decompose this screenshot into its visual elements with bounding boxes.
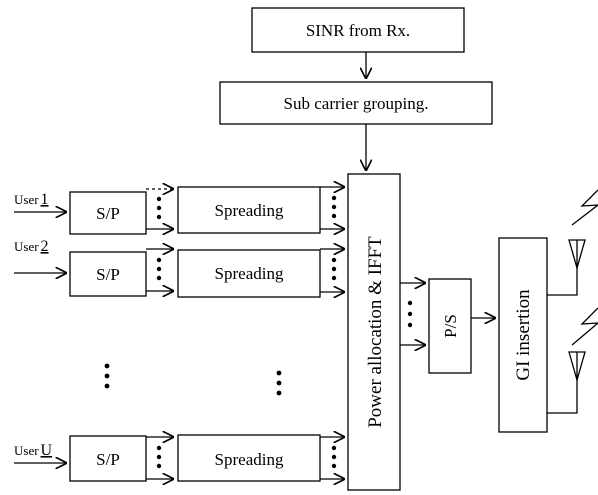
spreading-block-user2 [177,249,321,298]
dot-spread1-a [331,195,337,201]
dot-spread2-b [331,266,337,272]
dot-spread2-a [331,257,337,263]
sp-label-user2: S/P [96,265,120,284]
power-ifft-label: Power allocation & IFFT [365,236,386,428]
dot-spread2-c [331,275,337,281]
sinr-block [251,7,465,53]
dot-user1-c [156,214,162,220]
spreading-label-user1: Spreading [215,201,284,220]
sp-label-userU: S/P [96,450,120,469]
sp-block-userU [69,435,147,482]
dot-spreadU-c [331,463,337,469]
grouping-block [219,81,493,125]
ellipsis-sp-b [104,373,110,379]
ellipsis-spreading-a [276,370,282,376]
dot-user1-a [156,196,162,202]
wireless-signal-1-icon [571,189,598,226]
dot-spreadU-b [331,454,337,460]
wireless-signal-2-icon [571,307,598,346]
dot-ps-b [407,311,413,317]
grouping-block-label: Sub carrier grouping. [284,94,429,113]
ellipsis-sp-a [104,363,110,369]
ellipsis-spreading-b [276,380,282,386]
dot-user2-c [156,275,162,281]
dot-spreadU-a [331,445,337,451]
spreading-block-user1 [177,186,321,234]
ps-block [428,278,472,374]
dot-userU-a [156,445,162,451]
dot-user2-b [156,266,162,272]
dot-spread1-c [331,213,337,219]
dot-ps-c [407,322,413,328]
spreading-label-user2: Spreading [215,264,284,283]
spreading-block-userU [177,434,321,482]
sp-block-user1 [69,191,147,235]
sp-block-user2 [69,251,147,297]
power-ifft-block [347,173,401,491]
dot-userU-b [156,454,162,460]
antenna-1-icon [547,239,586,296]
ps-label: P/S [441,314,460,338]
sp-label-user1: S/P [96,204,120,223]
gi-label: GI insertion [513,289,534,381]
ellipsis-sp-c [104,383,110,389]
dot-user1-b [156,205,162,211]
sinr-block-label: SINR from Rx. [306,21,410,40]
dot-userU-c [156,463,162,469]
dot-ps-a [407,300,413,306]
dot-spread1-b [331,204,337,210]
spreading-label-userU: Spreading [215,450,284,469]
dot-user2-a [156,257,162,263]
antenna-2-icon [547,351,586,414]
ellipsis-spreading-c [276,390,282,396]
gi-block [498,237,548,433]
